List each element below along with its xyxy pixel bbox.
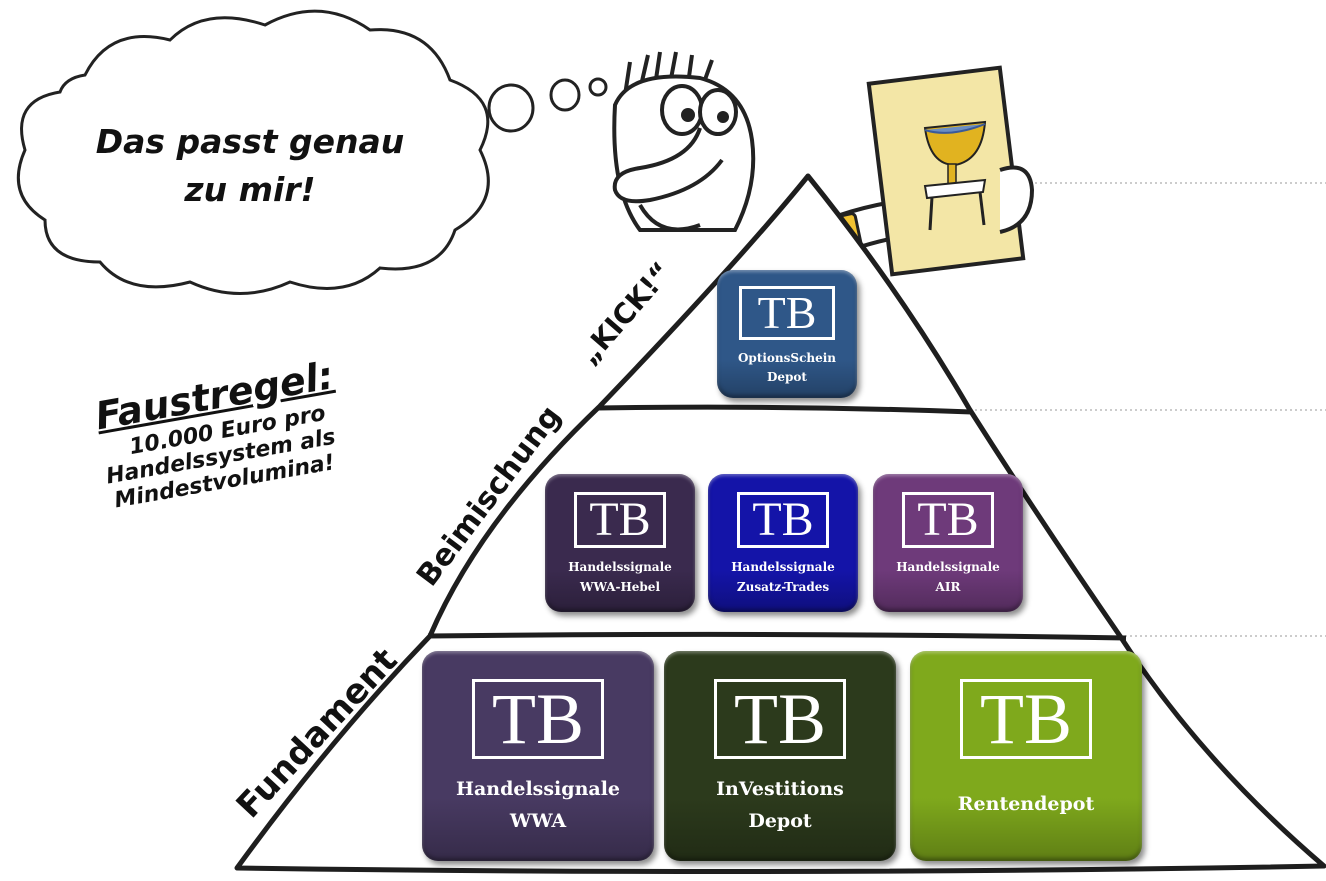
tile-caption-line-1: Rentendepot	[957, 793, 1095, 815]
tb-logo: TB	[574, 492, 666, 548]
tile-caption-line-2: Depot	[767, 370, 807, 384]
tb-logo: TB	[714, 679, 846, 759]
tb-logo: TB	[902, 492, 994, 548]
thought-bubble-circle-large	[487, 83, 535, 133]
tb-logo: TB	[472, 679, 604, 759]
tile-caption-line-1: Handelssignale	[731, 560, 835, 574]
product-tile: TB Rentendepot	[910, 651, 1142, 861]
thought-line-2: zu mir!	[184, 170, 316, 209]
tile-caption-line-2: WWA	[509, 810, 567, 832]
tile-caption-line-1: OptionsSchein	[737, 351, 837, 365]
tile-caption-line-2: Depot	[748, 810, 812, 832]
tile-caption-line-2: Zusatz-Trades	[736, 580, 830, 594]
tb-logo: TB	[960, 679, 1092, 759]
tb-logo: TB	[739, 286, 835, 340]
thought-line-1: Das passt genau	[95, 122, 405, 161]
thought-cloud	[16, 9, 608, 295]
tile-caption-line-1: InVestitions	[716, 778, 844, 800]
tile-caption-line-1: Handelssignale	[568, 560, 672, 574]
tile-caption-line-2: WWA-Hebel	[579, 580, 661, 594]
thought-bubble-circle-medium	[549, 78, 581, 112]
tile-caption-line-1: Handelssignale	[456, 778, 620, 800]
tb-logo: TB	[737, 492, 829, 548]
grail-card-illustration	[866, 65, 1035, 277]
cartoon-man-illustration	[612, 51, 913, 258]
thought-bubble-circle-small	[588, 77, 608, 97]
thought-text: Das passt genau zu mir!	[80, 118, 420, 214]
tile-caption-line-2: AIR	[935, 580, 961, 594]
tile-caption-line-1: Handelssignale	[896, 560, 1000, 574]
